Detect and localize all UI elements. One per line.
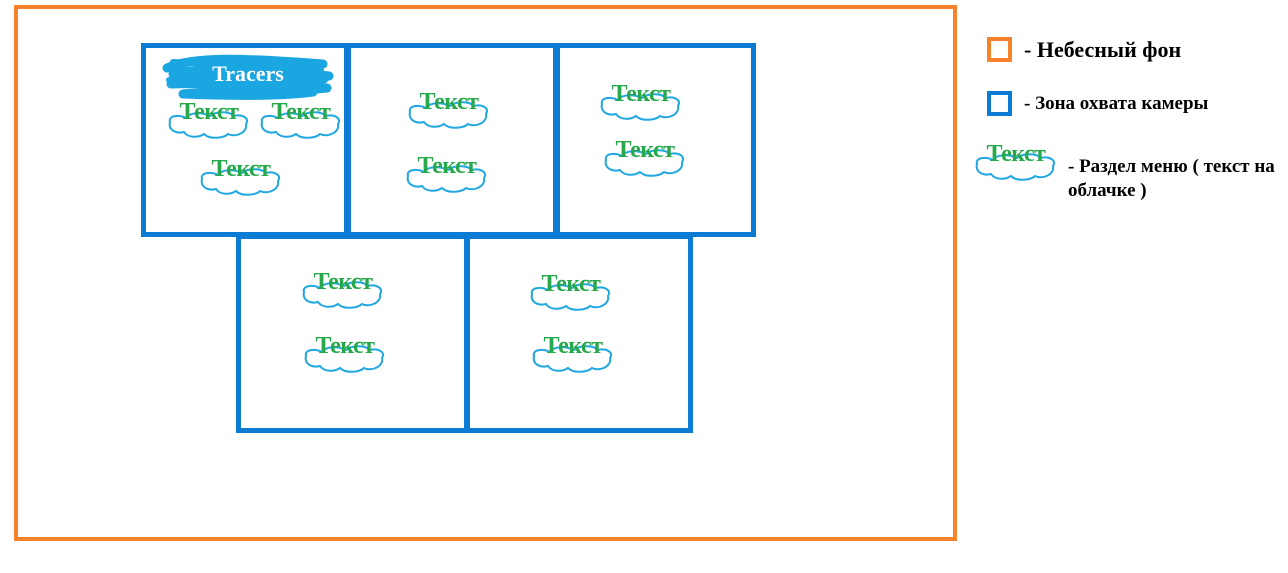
sky-background-frame bbox=[14, 5, 957, 541]
camera-zone-5 bbox=[465, 234, 693, 433]
cloud-icon bbox=[406, 165, 486, 193]
menu-item[interactable]: Текст bbox=[164, 100, 254, 150]
menu-item[interactable]: Текст bbox=[528, 334, 618, 384]
cloud-icon bbox=[304, 345, 384, 373]
menu-item[interactable]: Текст bbox=[600, 138, 690, 188]
menu-item[interactable]: Текст bbox=[256, 100, 346, 150]
cloud-icon bbox=[302, 281, 382, 309]
menu-item-label: Текст bbox=[315, 333, 375, 359]
menu-item-label: Текст bbox=[541, 271, 601, 297]
scribble-background bbox=[162, 54, 334, 100]
menu-item[interactable]: Текст bbox=[596, 82, 686, 132]
menu-item[interactable]: Текст bbox=[526, 272, 616, 322]
cloud-icon bbox=[975, 153, 1055, 181]
menu-item-label: Текст bbox=[313, 269, 373, 295]
cloud-icon bbox=[260, 111, 340, 139]
legend-menu-sample: Текст bbox=[971, 142, 1061, 192]
menu-item-label: Текст bbox=[271, 99, 331, 125]
cloud-icon bbox=[530, 283, 610, 311]
cloud-icon bbox=[532, 345, 612, 373]
menu-item[interactable]: Текст bbox=[298, 270, 388, 320]
legend-menu-label: - Раздел меню ( текст на облачке ) bbox=[1068, 156, 1275, 201]
legend-camera-swatch bbox=[987, 91, 1012, 116]
camera-zone-2 bbox=[346, 43, 558, 237]
menu-item-label: Текст bbox=[179, 99, 239, 125]
cloud-icon bbox=[200, 168, 280, 196]
menu-item[interactable]: Текст bbox=[404, 90, 494, 140]
legend-sky-label: - Небесный фон bbox=[1024, 37, 1182, 62]
cloud-icon bbox=[600, 93, 680, 121]
menu-item-label: Текст bbox=[611, 81, 671, 107]
menu-item-label: Текст bbox=[211, 156, 271, 182]
menu-item[interactable]: Текст bbox=[196, 157, 286, 207]
tracers-title: Tracers bbox=[162, 54, 334, 100]
cloud-icon bbox=[408, 101, 488, 129]
menu-item-label: Текст bbox=[417, 153, 477, 179]
cloud-icon bbox=[168, 111, 248, 139]
menu-item-label: Текст bbox=[615, 137, 675, 163]
menu-item[interactable]: Текст bbox=[402, 154, 492, 204]
title-text: Tracers bbox=[212, 61, 284, 86]
menu-item[interactable]: Текст bbox=[300, 334, 390, 384]
legend-camera-label: - Зона охвата камеры bbox=[1024, 93, 1209, 114]
cloud-icon bbox=[604, 149, 684, 177]
menu-item-label: Текст bbox=[543, 333, 603, 359]
menu-item-label: Текст bbox=[419, 89, 479, 115]
legend-menu-sample-label: Текст bbox=[986, 141, 1046, 167]
legend-sky-swatch bbox=[987, 37, 1012, 62]
